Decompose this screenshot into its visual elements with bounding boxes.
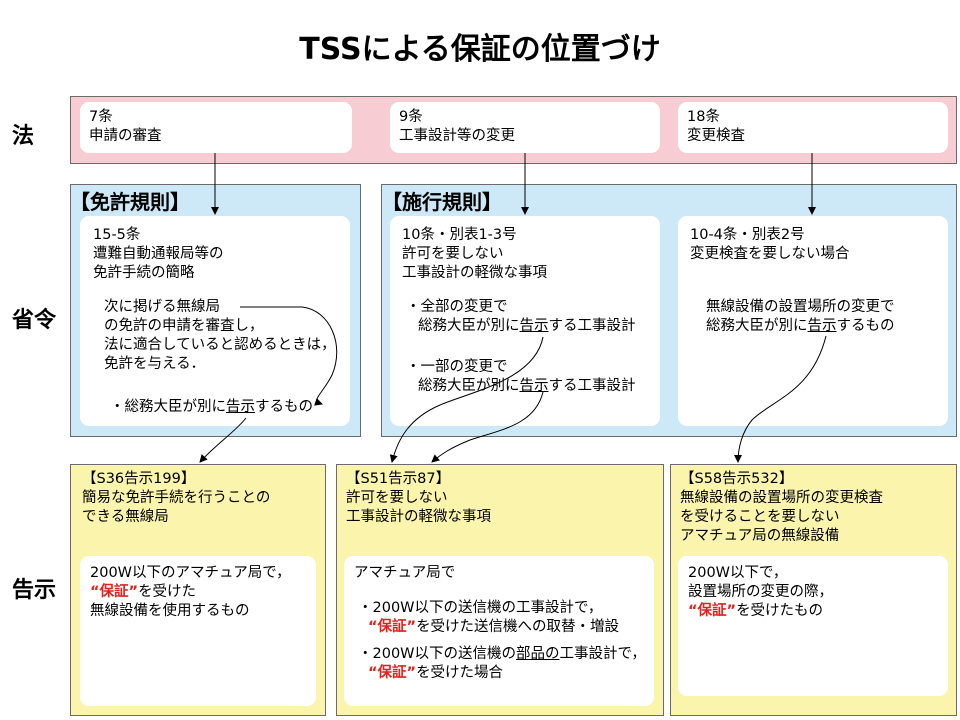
- license-rules-body-1: 次に掲げる無線局: [104, 299, 220, 315]
- notice-s36-head: 【S36告示199】 簡易な免許手続を行うことの できる無線局: [82, 470, 270, 527]
- row-label-ordinance: 省令: [12, 308, 57, 333]
- notice-s51-line-2: 工事設計の軽微な事項: [346, 509, 491, 525]
- notice-s36-line-2: できる無線局: [82, 509, 169, 525]
- enforcement-box-a-item-2: ・一部の変更で 総務大臣が別に告示する工事設計: [406, 358, 636, 396]
- license-rules-note-post: するもの: [255, 399, 313, 415]
- notice-s58-box-l2: 設置場所の変更の際，: [688, 584, 833, 600]
- notice-s51-intro: アマチュア局で: [354, 565, 456, 581]
- license-rules-body-4: 免許を与える．: [104, 356, 206, 372]
- enforcement-box-a-head: 10条・別表1-3号 許可を要しない 工事設計の軽微な事項: [402, 226, 547, 283]
- license-rules-note: ・総務大臣が別に告示するもの: [110, 398, 313, 417]
- law-article-9-num: 9条: [399, 109, 423, 125]
- enforcement-box-b-body: 無線設備の設置場所の変更で 総務大臣が別に告示するもの: [706, 298, 895, 336]
- notice-s51-line-1: 許可を要しない: [346, 490, 448, 506]
- license-rules-ref: 15-5条: [93, 227, 141, 243]
- enforcement-box-a-ref: 10条・別表1-3号: [402, 227, 517, 243]
- law-article-7-text: 申請の審査: [89, 128, 162, 144]
- notice-s58-ref: 【S58告示532】: [680, 471, 794, 487]
- license-rules-header: 【免許規則】: [70, 190, 190, 214]
- page-title: TSSによる保証の位置づけ: [299, 32, 661, 67]
- enforcement-box-a-item-1-l2: 総務大臣が別に告示する工事設計: [418, 318, 636, 334]
- license-rules-text: 15-5条 遭難自動通報局等の 免許手続の簡略: [93, 226, 224, 283]
- law-article-18-num: 18条: [687, 109, 720, 125]
- notice-s36-box-l3: 無線設備を使用するもの: [90, 603, 250, 619]
- enforcement-box-b-body-1: 無線設備の設置場所の変更で: [706, 299, 895, 315]
- enforcement-rules-header: 【施行規則】: [382, 190, 502, 214]
- row-label-notice: 告示: [12, 578, 57, 603]
- notice-s58-line-3: アマチュア局の無線設備: [680, 528, 840, 544]
- law-article-18-text: 変更検査: [687, 128, 745, 144]
- notice-s51-item-1-l1: ・200W以下の送信機の工事設計で，: [358, 600, 603, 616]
- license-rules-body: 次に掲げる無線局 の免許の申請を審査し， 法に適合していると認めるときは， 免許…: [104, 298, 336, 374]
- notice-s51-ref: 【S51告示87】: [346, 471, 451, 487]
- notice-s36-box: 200W以下のアマチュア局で， “保証”を受けた 無線設備を使用するもの: [80, 556, 316, 706]
- notice-s51-item-2-l2: “保証”を受けた場合: [368, 665, 504, 681]
- notice-s51-head: 【S51告示87】 許可を要しない 工事設計の軽微な事項: [346, 470, 491, 527]
- hosho-emphasis: “保証”: [688, 603, 737, 619]
- notice-s58-box-l3: “保証”を受けたもの: [688, 603, 824, 619]
- notice-s36-box-l1: 200W以下のアマチュア局で，: [90, 565, 291, 581]
- license-rules-line-1: 遭難自動通報局等の: [93, 246, 224, 262]
- notice-s58-line-1: 無線設備の設置場所の変更検査: [680, 490, 883, 506]
- enforcement-box-a-item-2-l1: ・一部の変更で: [406, 359, 508, 375]
- enforcement-box-b-ref: 10-4条・別表2号: [690, 227, 805, 243]
- enforcement-box-a-line-1: 許可を要しない: [402, 246, 504, 262]
- hosho-emphasis: “保証”: [90, 584, 139, 600]
- notice-s51-item-2-l1: ・200W以下の送信機の部品の工事設計で，: [358, 646, 646, 662]
- enforcement-box-a-line-2: 工事設計の軽微な事項: [402, 265, 547, 281]
- enforcement-box-a-item-1-l1: ・全部の変更で: [406, 299, 508, 315]
- notice-s51-box: アマチュア局で ・200W以下の送信機の工事設計で， “保証”を受けた送信機への…: [344, 556, 654, 706]
- law-article-7: 7条 申請の審査: [80, 102, 352, 153]
- hosho-emphasis: “保証”: [368, 619, 417, 635]
- hosho-emphasis: “保証”: [368, 665, 417, 681]
- notice-s58-box: 200W以下で， 設置場所の変更の際， “保証”を受けたもの: [678, 556, 948, 696]
- law-article-9-text: 工事設計等の変更: [399, 128, 515, 144]
- license-rules-note-ul: 告示: [226, 399, 255, 415]
- law-article-7-num: 7条: [89, 109, 113, 125]
- notice-s58-head: 【S58告示532】 無線設備の設置場所の変更検査 を受けることを要しない アマ…: [680, 470, 883, 546]
- notice-s51-item-1-l2: “保証”を受けた送信機への取替・増設: [368, 619, 620, 635]
- notice-s58-box-l1: 200W以下で，: [688, 565, 788, 581]
- law-article-18: 18条 変更検査: [678, 102, 948, 153]
- enforcement-box-a-item-2-l2: 総務大臣が別に告示する工事設計: [418, 378, 636, 394]
- notice-s36-box-l2: “保証”を受けた: [90, 584, 197, 600]
- license-rules-body-2: の免許の申請を審査し，: [104, 318, 264, 334]
- license-rules-line-2: 免許手続の簡略: [93, 265, 195, 281]
- enforcement-box-b-body-2: 総務大臣が別に告示するもの: [706, 318, 895, 334]
- license-rules-body-3: 法に適合していると認めるときは，: [104, 337, 336, 353]
- notice-s36-line-1: 簡易な免許手続を行うことの: [82, 490, 271, 506]
- license-rules-note-pre: ・総務大臣が別に: [110, 399, 226, 415]
- law-article-9: 9条 工事設計等の変更: [390, 102, 660, 153]
- enforcement-box-a-item-1: ・全部の変更で 総務大臣が別に告示する工事設計: [406, 298, 636, 336]
- notice-s36-ref: 【S36告示199】: [82, 471, 196, 487]
- notice-s58-line-2: を受けることを要しない: [680, 509, 840, 525]
- enforcement-box-b-line-1: 変更検査を要しない場合: [690, 246, 850, 262]
- row-label-law: 法: [12, 124, 35, 149]
- enforcement-box-b-head: 10-4条・別表2号 変更検査を要しない場合: [690, 226, 850, 264]
